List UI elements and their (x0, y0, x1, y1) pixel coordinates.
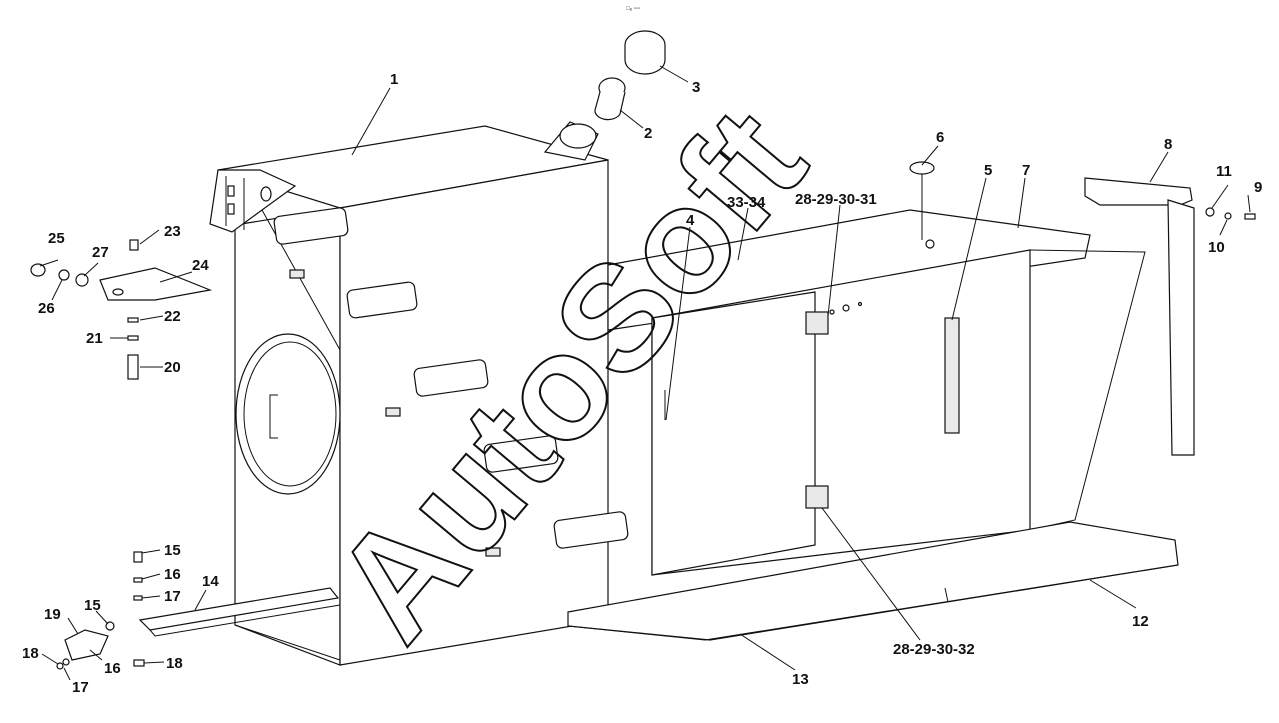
callout-labels: 1 2 3 4 5 6 7 8 9 10 11 12 13 14 15 15 1… (22, 71, 1262, 696)
callout-3: 3 (692, 79, 700, 96)
callout-1: 1 (390, 71, 398, 88)
callout-9: 9 (1254, 179, 1262, 196)
callout-2: 2 (644, 125, 652, 142)
callout-16-top: 16 (164, 566, 181, 583)
callout-18-left: 18 (22, 645, 39, 662)
left-hardware (30, 239, 213, 380)
callout-18-right: 18 (166, 655, 183, 672)
callout-11: 11 (1216, 163, 1232, 180)
callout-20: 20 (164, 359, 181, 376)
right-hardware (1205, 207, 1256, 220)
callout-27: 27 (92, 244, 109, 261)
callout-8: 8 (1164, 136, 1172, 153)
callout-14: 14 (202, 573, 219, 590)
callout-25: 25 (48, 230, 65, 247)
callout-15-bottom: 15 (84, 597, 101, 614)
side-rail (138, 587, 341, 661)
callout-23: 23 (164, 223, 181, 240)
callout-33-34: 33-34 (727, 194, 766, 211)
callout-22: 22 (164, 308, 181, 325)
main-tank (209, 121, 629, 666)
callout-4: 4 (686, 212, 695, 229)
cap-assembly (594, 30, 666, 121)
callout-15-top: 15 (164, 542, 181, 559)
callout-28-29-30-31: 28-29-30-31 (795, 191, 877, 208)
callout-13: 13 (792, 671, 809, 688)
bracket-8 (1084, 177, 1195, 456)
part-6-cap (909, 161, 935, 175)
leader-lines (39, 65, 1251, 681)
callout-17-bottom: 17 (72, 679, 89, 696)
callout-19: 19 (44, 606, 61, 623)
rear-tank-body (607, 209, 1146, 576)
callout-26: 26 (38, 300, 55, 317)
callout-10: 10 (1208, 239, 1225, 256)
bottom-left-hardware (56, 551, 145, 670)
callout-6: 6 (936, 129, 944, 146)
callout-28-29-30-32: 28-29-30-32 (893, 641, 975, 658)
callout-24: 24 (192, 257, 209, 274)
header-small-text: □₈ ▫▫▫ (626, 6, 640, 12)
footboard (567, 521, 1179, 641)
callout-21: 21 (86, 330, 103, 347)
callout-7: 7 (1022, 162, 1030, 179)
callout-17-top: 17 (164, 588, 181, 605)
callout-5: 5 (984, 162, 992, 179)
callout-12: 12 (1132, 613, 1149, 630)
callout-16-bottom: 16 (104, 660, 121, 677)
